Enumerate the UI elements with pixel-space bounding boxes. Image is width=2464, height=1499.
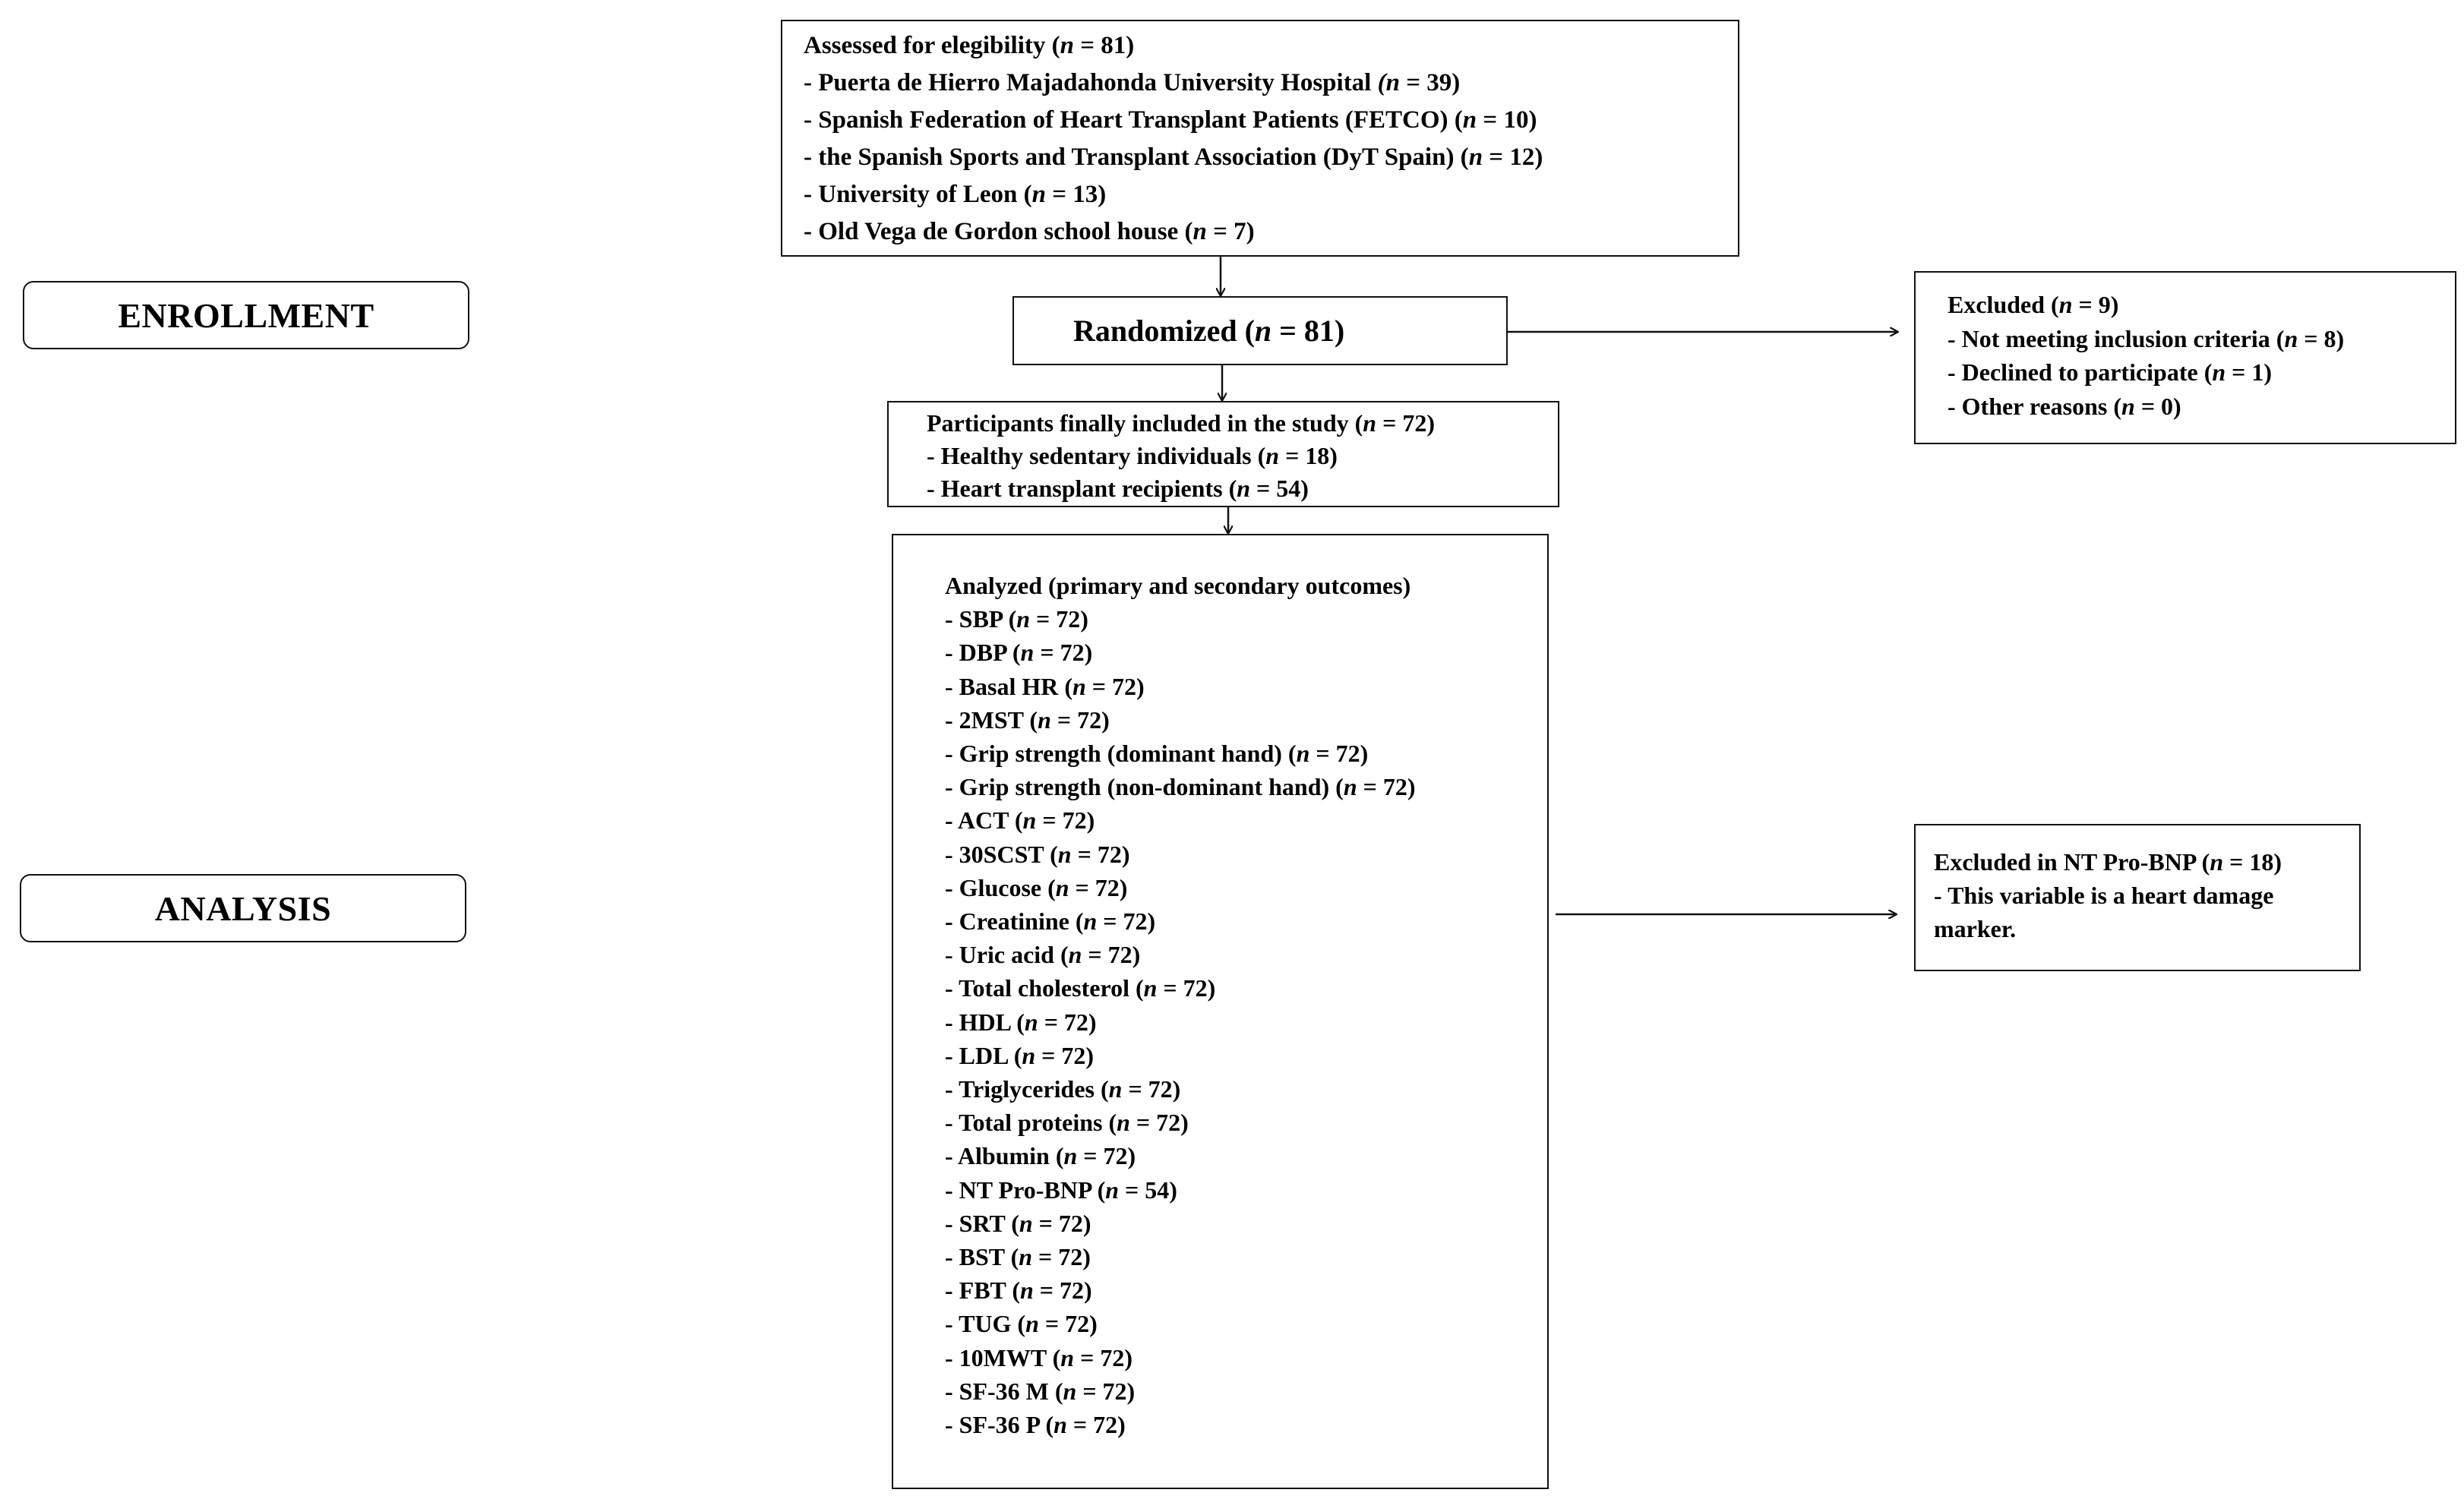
enrollment-text: ENROLLMENT — [118, 295, 374, 335]
excluded-line-1: Excluded (n = 9) — [1948, 291, 2119, 318]
assessed-box: Assessed for elegibility (n = 81) - Puert… — [781, 20, 1739, 257]
analyzed-line-13: - Total cholesterol (n = 72) — [945, 974, 1216, 1002]
excluded-line-3: - Declined to participate (n = 1) — [1948, 358, 2273, 386]
analyzed-line-9: - 30SCST (n = 72) — [945, 840, 1130, 868]
analyzed-line-16: - Triglycerides (n = 72) — [945, 1075, 1181, 1103]
analyzed-line-5: - 2MST (n = 72) — [945, 705, 1110, 734]
excluded-nt-probnp-line-1: Excluded in NT Pro-BNP (n = 18) — [1934, 848, 2282, 876]
excluded-box: Excluded (n = 9) - Not meeting inclusion … — [1914, 271, 2456, 444]
analysis-text: ANALYSIS — [154, 888, 332, 928]
analyzed-line-15: - LDL (n = 72) — [945, 1041, 1095, 1069]
assessed-line-3: - Spanish Federation of Heart Transplant… — [804, 106, 1537, 134]
analyzed-line-3: - DBP (n = 72) — [945, 639, 1093, 667]
randomized-box: Randomized (n = 81) — [1012, 296, 1508, 365]
included-line-2: - Healthy sedentary individuals (n = 18) — [927, 442, 1338, 469]
assessed-line-5: - University of Leon (n = 13) — [804, 181, 1107, 208]
analyzed-line-14: - HDL (n = 72) — [945, 1008, 1097, 1036]
analysis-stage-label: ANALYSIS — [20, 874, 466, 942]
analyzed-line-20: - SRT (n = 72) — [945, 1209, 1091, 1237]
included-line-1: Participants finally included in the stu… — [927, 409, 1435, 437]
analyzed-line-17: - Total proteins (n = 72) — [945, 1109, 1189, 1137]
analyzed-line-4: - Basal HR (n = 72) — [945, 672, 1145, 700]
analyzed-line-1: Analyzed (primary and secondary outcomes… — [945, 572, 1411, 599]
analyzed-line-19: - NT Pro-BNP (n = 54) — [945, 1176, 1177, 1204]
analyzed-line-25: - SF-36 M (n = 72) — [945, 1377, 1136, 1405]
analyzed-line-6: - Grip strength (dominant hand) (n = 72) — [945, 740, 1369, 768]
excluded-nt-probnp-line-2: - This variable is a heart damage — [1934, 882, 2274, 909]
assessed-line-4: - the Spanish Sports and Transplant Asso… — [804, 144, 1543, 171]
analyzed-line-22: - FBT (n = 72) — [945, 1277, 1092, 1305]
analyzed-line-7: - Grip strength (non-dominant hand) (n =… — [945, 773, 1416, 801]
analyzed-line-8: - ACT (n = 72) — [945, 806, 1095, 835]
analyzed-line-10: - Glucose (n = 72) — [945, 873, 1128, 901]
analyzed-line-21: - BST (n = 72) — [945, 1243, 1091, 1271]
analyzed-box: Analyzed (primary and secondary outcomes… — [892, 534, 1549, 1489]
included-line-3: - Heart transplant recipients (n = 54) — [927, 475, 1309, 502]
analyzed-line-23: - TUG (n = 72) — [945, 1310, 1098, 1338]
excluded-nt-probnp-line-3: marker. — [1934, 915, 2017, 942]
assessed-line-6: - Old Vega de Gordon school house (n = 7… — [804, 218, 1255, 245]
analyzed-line-24: - 10MWT (n = 72) — [945, 1343, 1132, 1371]
excluded-line-2: - Not meeting inclusion criteria (n = 8) — [1948, 324, 2345, 352]
analyzed-line-18: - Albumin (n = 72) — [945, 1142, 1136, 1170]
assessed-line-1: Assessed for elegibility (n = 81) — [804, 32, 1135, 59]
enrollment-stage-label: ENROLLMENT — [23, 281, 469, 349]
analyzed-line-12: - Uric acid (n = 72) — [945, 941, 1141, 969]
analyzed-line-11: - Creatinine (n = 72) — [945, 907, 1156, 936]
analyzed-line-2: - SBP (n = 72) — [945, 605, 1088, 633]
assessed-line-2: - Puerta de Hierro Majadahonda Universit… — [804, 69, 1461, 96]
analyzed-line-26: - SF-36 P (n = 72) — [945, 1411, 1126, 1439]
excluded-nt-probnp-box: Excluded in NT Pro-BNP (n = 18) - This va… — [1914, 824, 2361, 971]
randomized-line: Randomized (n = 81) — [1073, 314, 1345, 348]
excluded-line-4: - Other reasons (n = 0) — [1948, 392, 2181, 420]
included-box: Participants finally included in the stu… — [887, 401, 1559, 507]
